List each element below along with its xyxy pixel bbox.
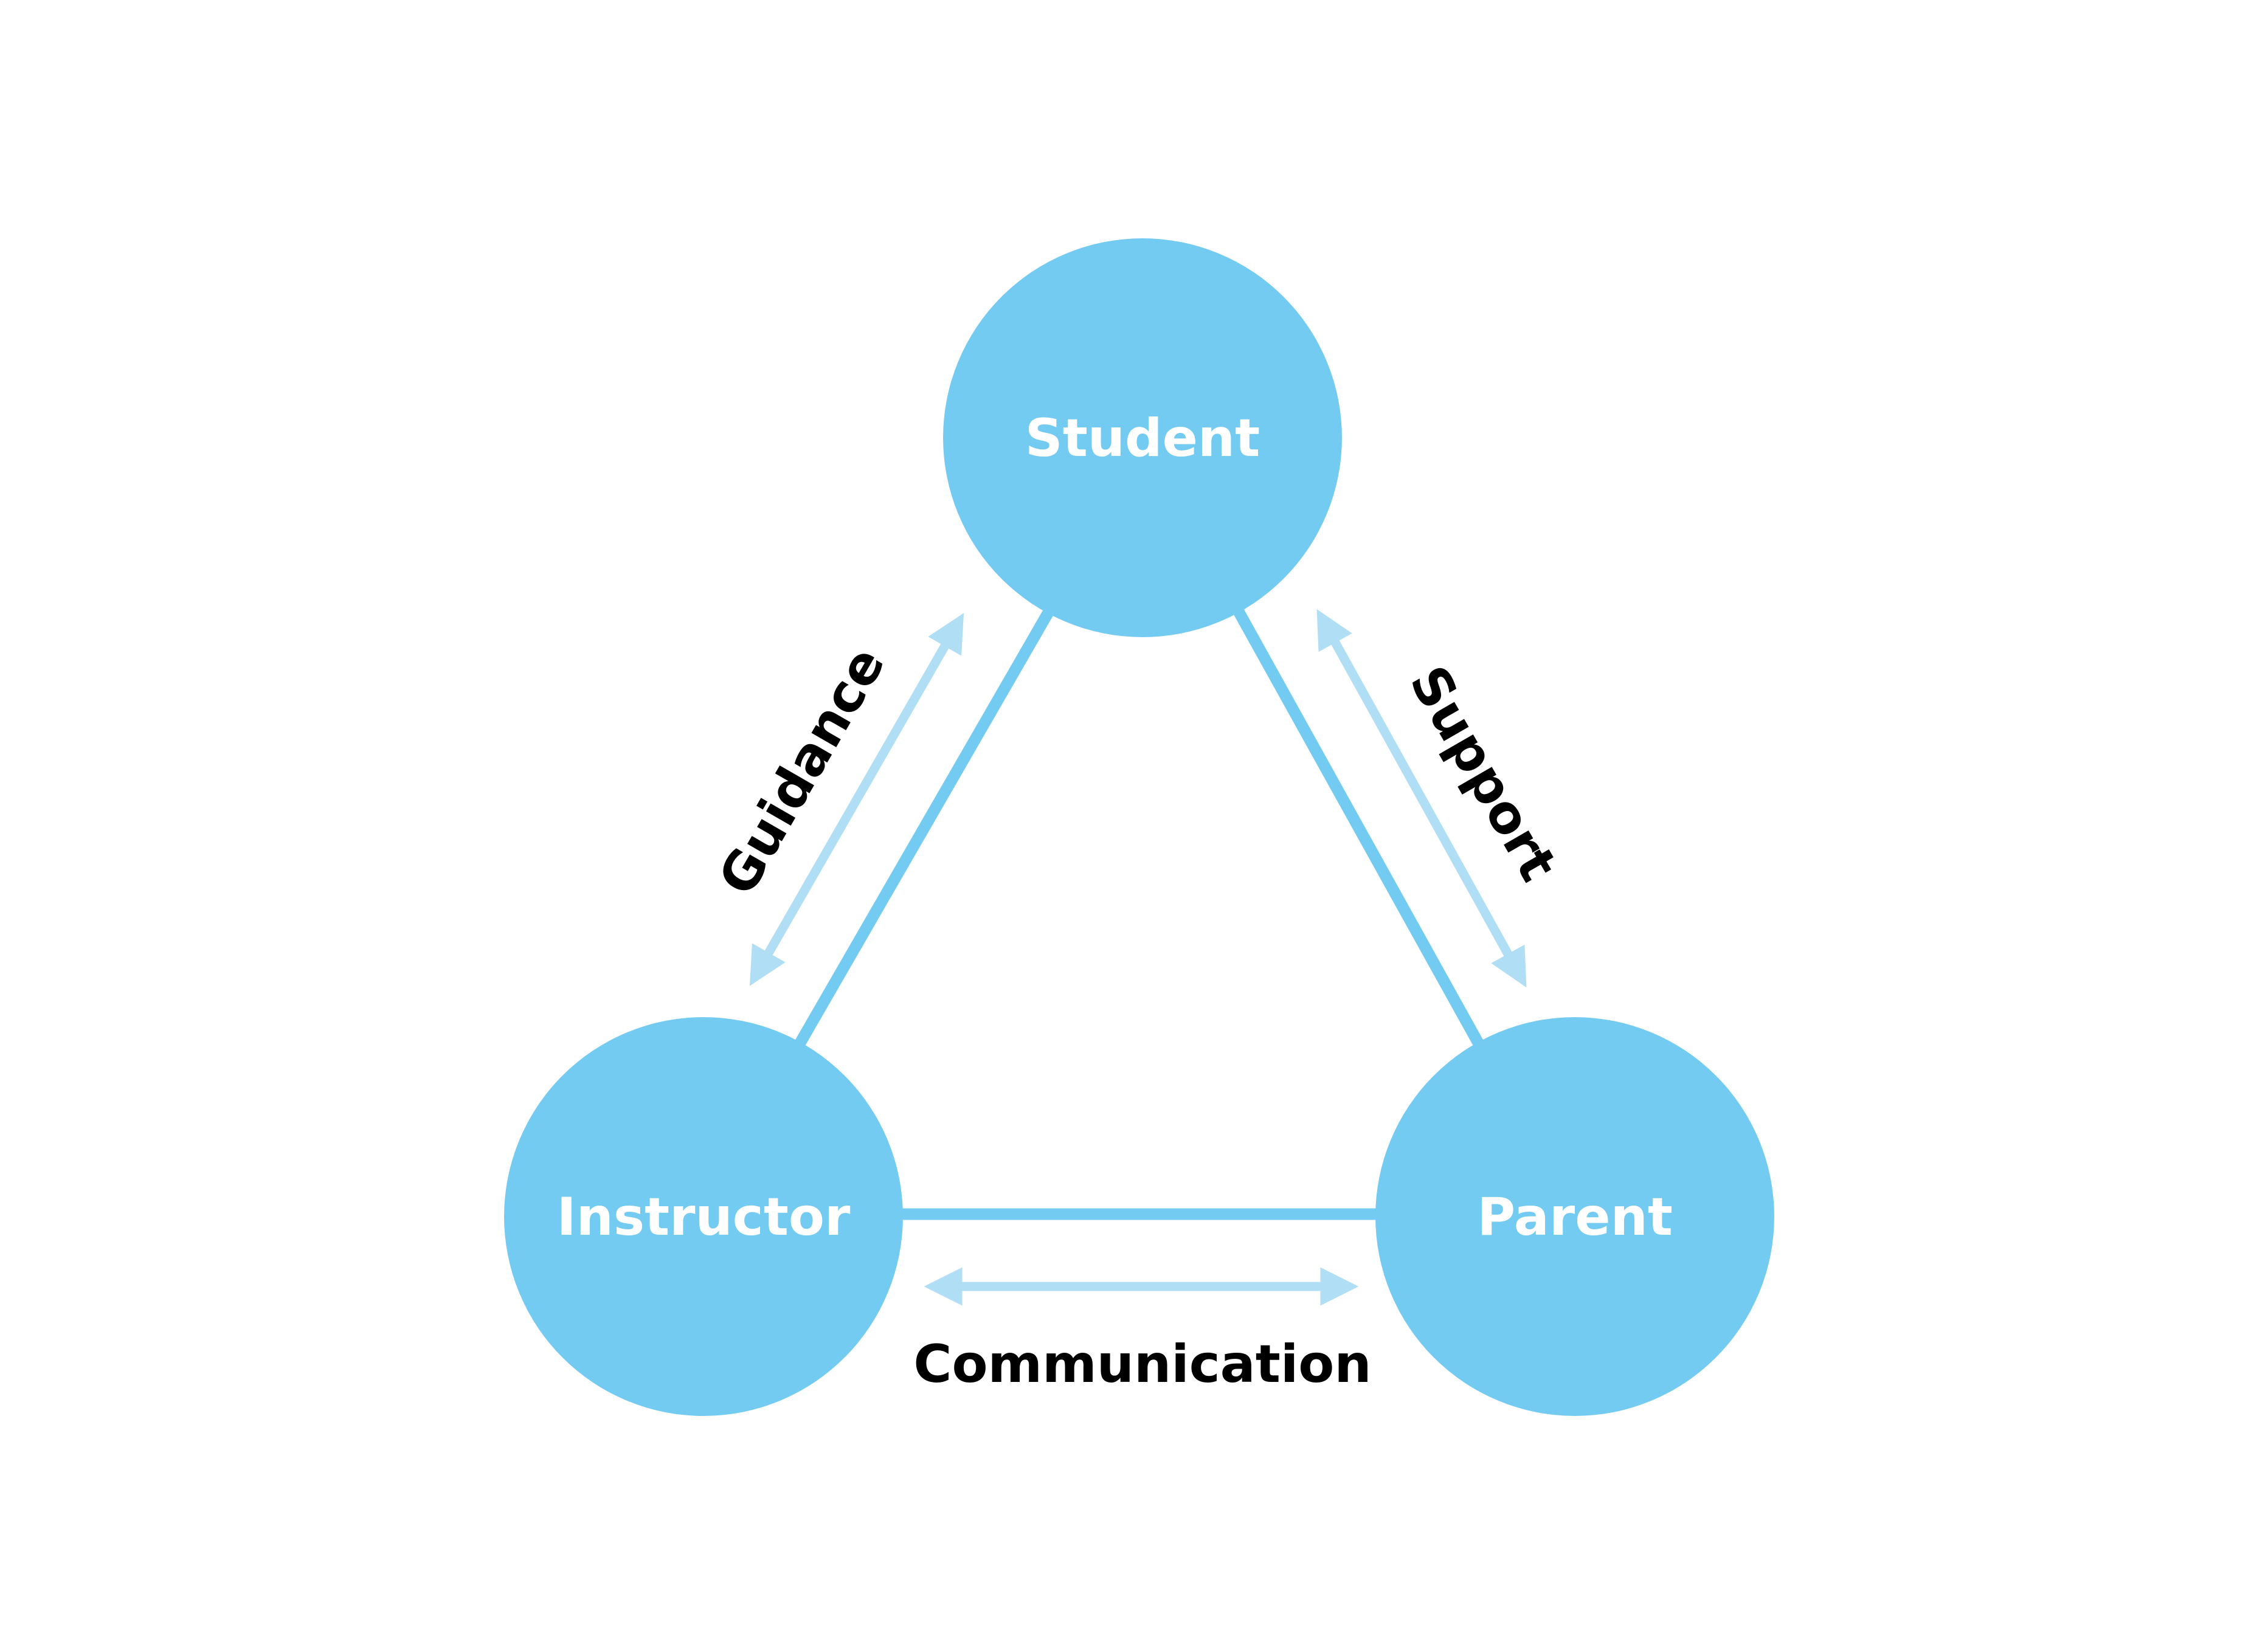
node-parent-label: Parent [1477, 1187, 1673, 1248]
communication-label: Communication [913, 1334, 1371, 1395]
guidance-arrow [749, 613, 964, 986]
node-student-label: Student [1025, 408, 1260, 469]
node-instructor-label: Instructor [557, 1187, 851, 1248]
support-label: Support [1398, 656, 1569, 891]
node-student: Student [943, 238, 1342, 637]
node-instructor: Instructor [504, 1017, 903, 1416]
support-arrow [1316, 609, 1527, 988]
node-parent: Parent [1375, 1017, 1774, 1416]
